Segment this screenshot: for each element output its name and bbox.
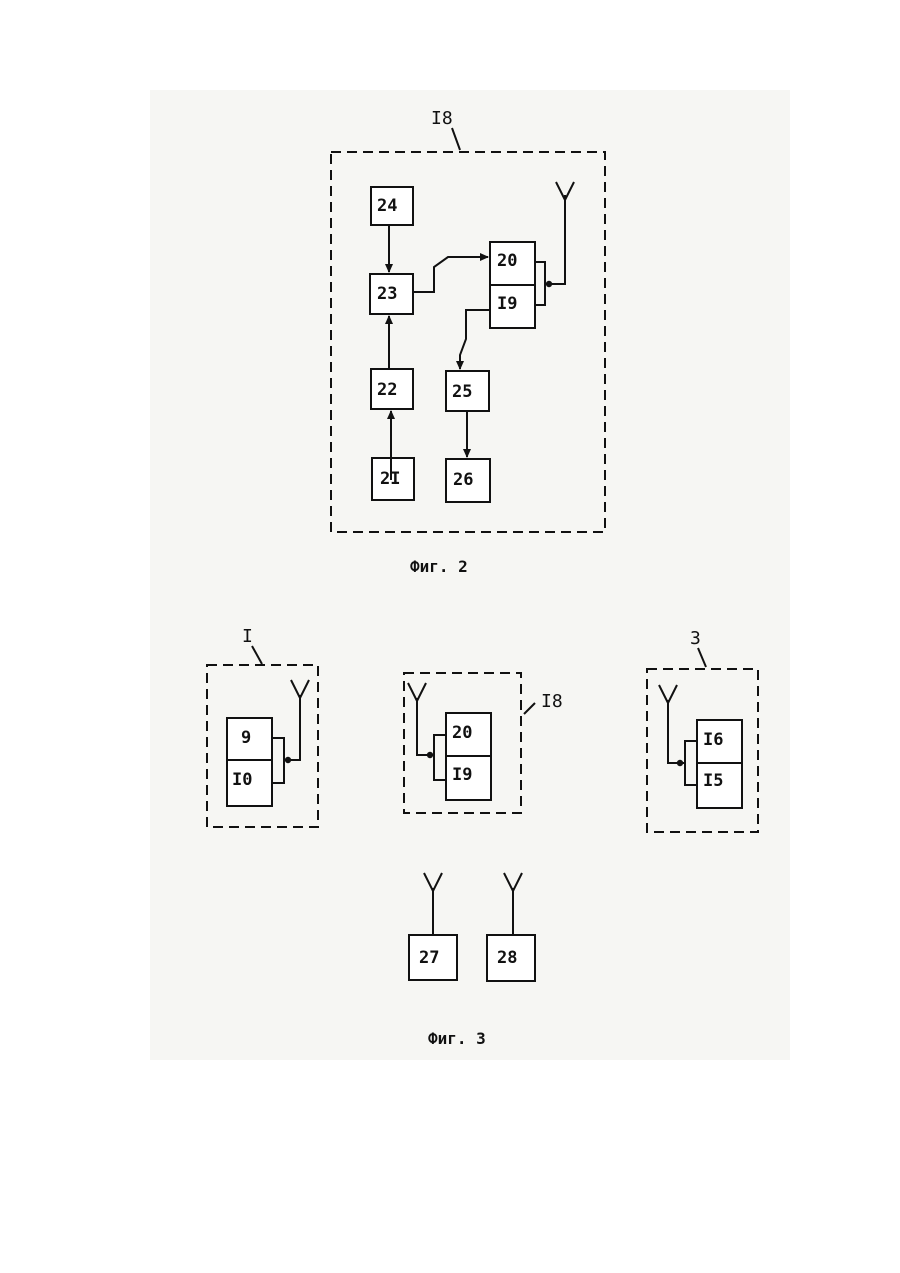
block-22-label: 22 bbox=[377, 380, 397, 400]
fig3-caption: Фиг. 3 bbox=[428, 1029, 486, 1048]
unit-3-top-label: I6 bbox=[703, 730, 723, 750]
unit-3-bottom-label: I5 bbox=[703, 771, 723, 791]
unit-1-bottom-label: I0 bbox=[232, 770, 252, 790]
block-20-label: 20 bbox=[497, 251, 517, 271]
fig2-caption: Фиг. 2 bbox=[410, 557, 468, 576]
block-23-label: 23 bbox=[377, 284, 397, 304]
block-27-label: 27 bbox=[419, 948, 439, 968]
unit-1-junction-dot bbox=[285, 757, 291, 763]
fig2-junction-dot bbox=[546, 281, 552, 287]
block-26-label: 26 bbox=[453, 470, 473, 490]
unit-18-top-label: 20 bbox=[452, 723, 472, 743]
fig2-group-label: I8 bbox=[431, 108, 453, 129]
scan-area bbox=[150, 90, 790, 1060]
unit-18-label: I8 bbox=[541, 691, 563, 712]
unit-1-top-label: 9 bbox=[241, 728, 251, 748]
block-25-label: 25 bbox=[452, 382, 472, 402]
unit-18-junction-dot bbox=[427, 752, 433, 758]
unit-1-label: I bbox=[242, 626, 253, 647]
block-28-label: 28 bbox=[497, 948, 517, 968]
unit-3-label: 3 bbox=[690, 628, 701, 649]
unit-18-bottom-label: I9 bbox=[452, 765, 472, 785]
block-24-label: 24 bbox=[377, 196, 397, 216]
block-19-label: I9 bbox=[497, 294, 517, 314]
unit-3-junction-dot bbox=[677, 760, 683, 766]
